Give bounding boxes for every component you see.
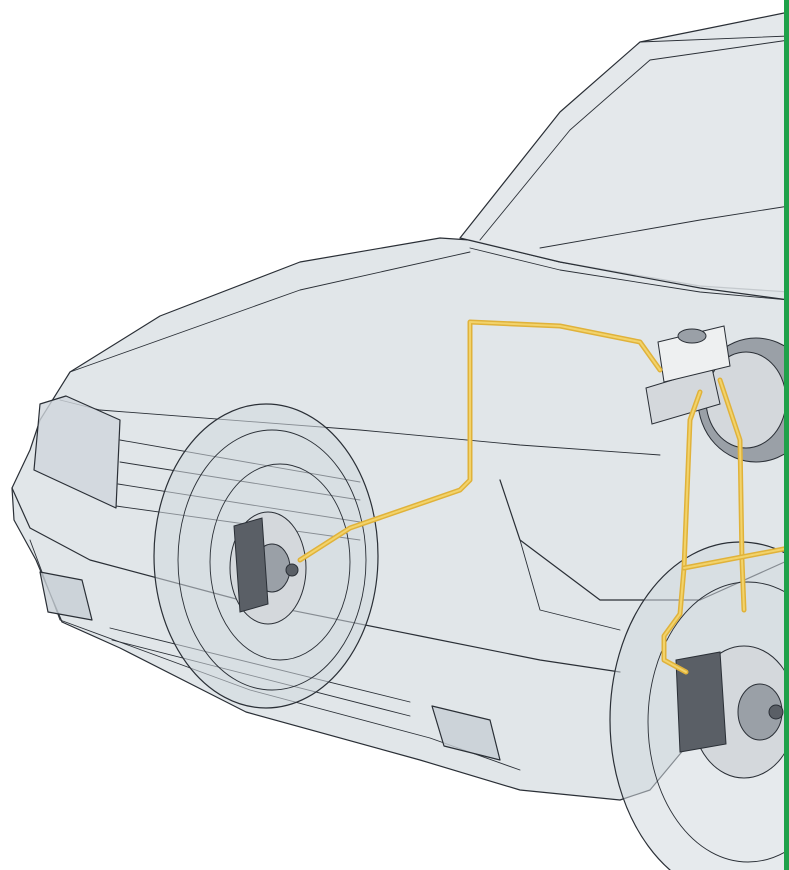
wiper (539, 205, 789, 249)
reservoir-cap (677, 328, 707, 344)
rim (209, 463, 351, 661)
hood-line (69, 251, 471, 373)
windshield-frame-bottom (469, 247, 789, 301)
brake-caliper-left (233, 517, 269, 613)
brake-lines (297, 319, 789, 675)
windshield (459, 11, 789, 301)
right-edge-accent (784, 0, 789, 870)
brake-line-front-right-core (663, 391, 701, 673)
brake-line-rear-1-core (719, 379, 745, 611)
windshield-inner (479, 39, 789, 241)
fog-light-right (431, 705, 501, 761)
tire-inner (647, 581, 789, 863)
brake-line-rear-2-core (683, 547, 789, 569)
hub-bolt (768, 704, 784, 720)
front-right-wheel (609, 541, 789, 870)
fog-light-left (39, 571, 93, 621)
front-left-wheel (153, 403, 379, 709)
fender-right-edge (519, 539, 621, 631)
brake-line-front-left-core (299, 321, 661, 561)
brake-caliper-right (675, 651, 727, 753)
hub-bolt (285, 563, 299, 577)
headlight (33, 395, 121, 509)
roof-edge (639, 35, 789, 43)
tire-inner (177, 429, 367, 691)
master-cylinder-assembly (645, 325, 789, 463)
